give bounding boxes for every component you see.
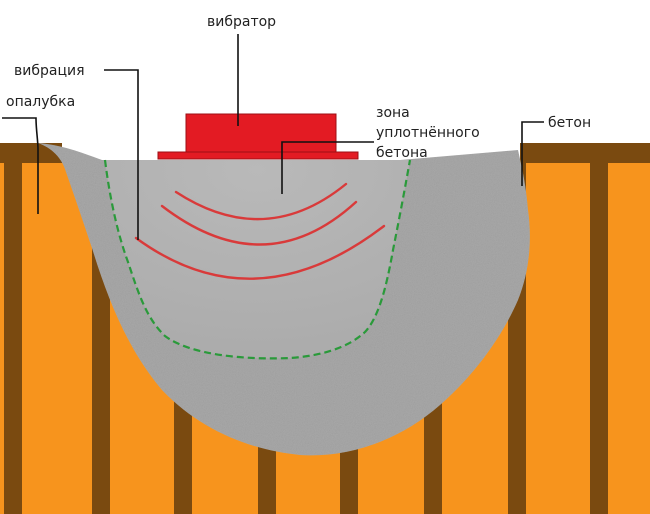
vibration-wave-3 <box>134 224 386 280</box>
compacted-zone <box>105 160 410 359</box>
formwork-top-beam-left <box>0 143 62 163</box>
vibrator-label: вибратор <box>207 14 276 30</box>
vibrator-body <box>185 113 337 155</box>
formwork-leader-line <box>2 117 39 214</box>
compacted-zone-boundary <box>103 159 412 360</box>
concrete-leader-line <box>521 121 544 186</box>
compacted-zone-label-line-2: уплотнённого <box>376 125 480 141</box>
formwork-top-beam-right <box>520 143 650 163</box>
vibration-waves <box>134 182 386 280</box>
vibration-leader-line <box>104 69 139 240</box>
vibration-wave-2 <box>160 200 358 246</box>
compacted-zone-label-line-1: зона <box>376 105 410 121</box>
compacted-zone-leader-line <box>281 141 374 194</box>
vibrator-base-plate <box>157 151 359 160</box>
vibrator <box>157 113 359 160</box>
vibration-label: вибрация <box>14 63 85 79</box>
vibration-wave-1 <box>174 182 348 221</box>
formwork-label: опалубка <box>6 94 75 110</box>
concrete-label: бетон <box>548 115 591 131</box>
compacted-zone-label-line-3: бетона <box>376 145 428 161</box>
